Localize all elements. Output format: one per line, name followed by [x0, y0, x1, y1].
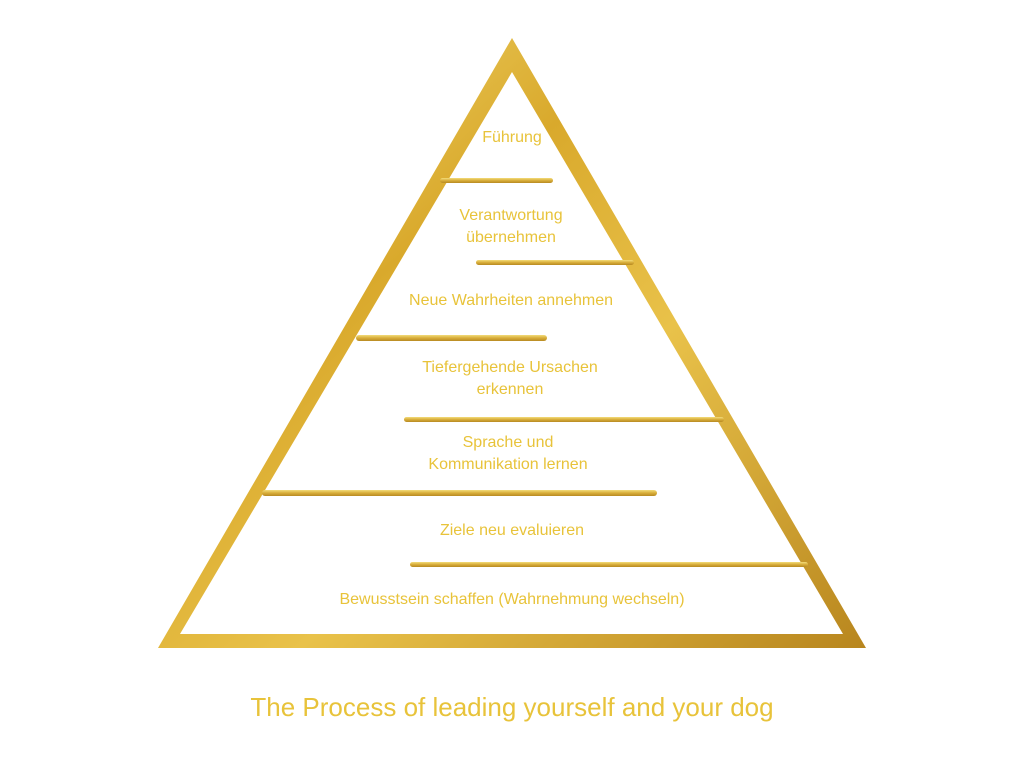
separator-bar	[476, 260, 634, 265]
level-label-fuehrung: Führung	[482, 129, 542, 146]
level-label-sprache: Sprache und Kommunikation lernen	[428, 434, 588, 473]
separator-bar	[262, 490, 657, 496]
separator-bar	[410, 562, 808, 567]
level-label-neue-wahrheiten: Neue Wahrheiten annehmen	[409, 292, 613, 309]
level-label-ziele: Ziele neu evaluieren	[439, 522, 585, 539]
level-label-ursachen: Tiefergehende Ursachen erkennen	[422, 359, 598, 398]
separator-bar	[440, 178, 553, 183]
diagram-caption: The Process of leading yourself and your…	[250, 692, 774, 722]
separator-bar	[404, 417, 724, 422]
separator-bar	[356, 335, 547, 341]
level-label-bewusstsein: Bewusstsein schaffen (Wahrnehmung wechse…	[339, 591, 685, 608]
level-label-verantwortung: Verantwortung übernehmen	[459, 207, 563, 246]
